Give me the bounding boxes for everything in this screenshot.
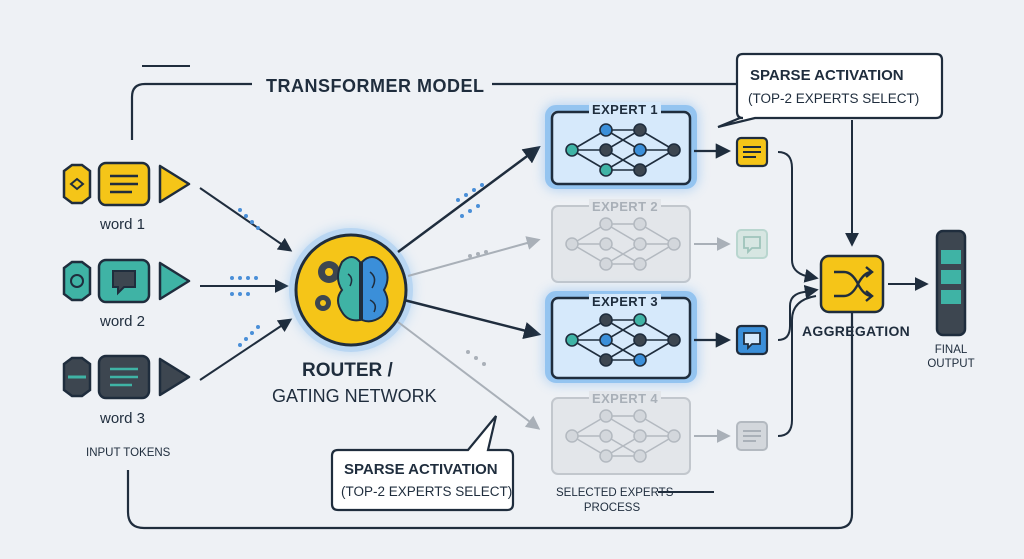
expert-3-output — [735, 324, 769, 356]
final-output-line1: FINAL — [934, 344, 968, 356]
callout-bottom-heading: SPARSE ACTIVATION — [344, 461, 498, 478]
aggregation-connectors — [777, 120, 929, 437]
callout-top-heading: SPARSE ACTIVATION — [750, 67, 904, 84]
input-label-1: word 1 — [100, 216, 146, 233]
selected-experts-line2: PROCESS — [583, 502, 641, 514]
hexagon-icon — [62, 260, 92, 302]
hexagon-icon — [62, 163, 92, 205]
selected-experts-label: SELECTED EXPERTS PROCESS — [556, 486, 674, 516]
chat-bubble-icon — [743, 236, 761, 255]
expert-1-label: EXPERT 1 — [589, 102, 662, 117]
callout-top — [717, 52, 944, 129]
input-label-2: word 2 — [100, 313, 146, 330]
callout-bottom — [330, 415, 515, 512]
final-output-label: FINAL OUTPUT — [920, 343, 982, 371]
router-label-line1: ROUTER / — [302, 360, 393, 381]
chat-bubble-icon — [743, 332, 761, 351]
input-label-3: word 3 — [100, 410, 146, 427]
output-stack-icon — [935, 229, 967, 337]
expert-3-label: EXPERT 3 — [589, 294, 662, 309]
expert-4-label: EXPERT 4 — [589, 391, 662, 406]
neural-network-icon — [565, 313, 681, 367]
neural-network-icon — [565, 217, 681, 271]
callout-top-sub: (TOP-2 EXPERTS SELECT) — [748, 91, 920, 106]
callout-bottom-sub: (TOP-2 EXPERTS SELECT) — [341, 484, 513, 499]
router-label-line2: GATING NETWORK — [272, 386, 437, 406]
expert-2-label: EXPERT 2 — [589, 199, 662, 214]
aggregation-label: AGGREGATION — [802, 323, 911, 339]
expert-4-output — [736, 421, 768, 451]
input-token-2 — [62, 258, 191, 304]
input-token-3 — [62, 354, 191, 400]
input-to-router-arrows — [199, 187, 293, 381]
play-triangle-icon — [158, 261, 191, 301]
play-triangle-icon — [158, 164, 191, 204]
shuffle-icon — [834, 266, 874, 302]
router-to-expert-arrows — [397, 145, 542, 430]
transformer-frame — [126, 65, 854, 530]
aggregation-node — [819, 254, 885, 314]
play-triangle-icon — [158, 357, 191, 397]
chat-bubble-icon — [112, 270, 136, 296]
expert-1-box — [545, 105, 697, 189]
expert-4-box — [551, 397, 691, 475]
input-token-1 — [62, 161, 191, 207]
expert-output-arrows — [694, 143, 732, 443]
expert-2-output — [736, 229, 768, 259]
expert-1-output — [735, 136, 769, 168]
diagram-title: TRANSFORMER MODEL — [266, 76, 485, 96]
neural-network-icon — [565, 123, 681, 177]
router-node — [289, 228, 413, 352]
final-output-line2: OUTPUT — [927, 358, 975, 370]
expert-2-box — [551, 205, 691, 283]
selected-experts-line1: SELECTED EXPERTS — [556, 487, 674, 499]
gears-brain-icon — [315, 256, 389, 323]
neural-network-icon — [565, 409, 681, 463]
input-tokens-label: INPUT TOKENS — [86, 447, 171, 459]
flow-dots — [230, 183, 484, 347]
